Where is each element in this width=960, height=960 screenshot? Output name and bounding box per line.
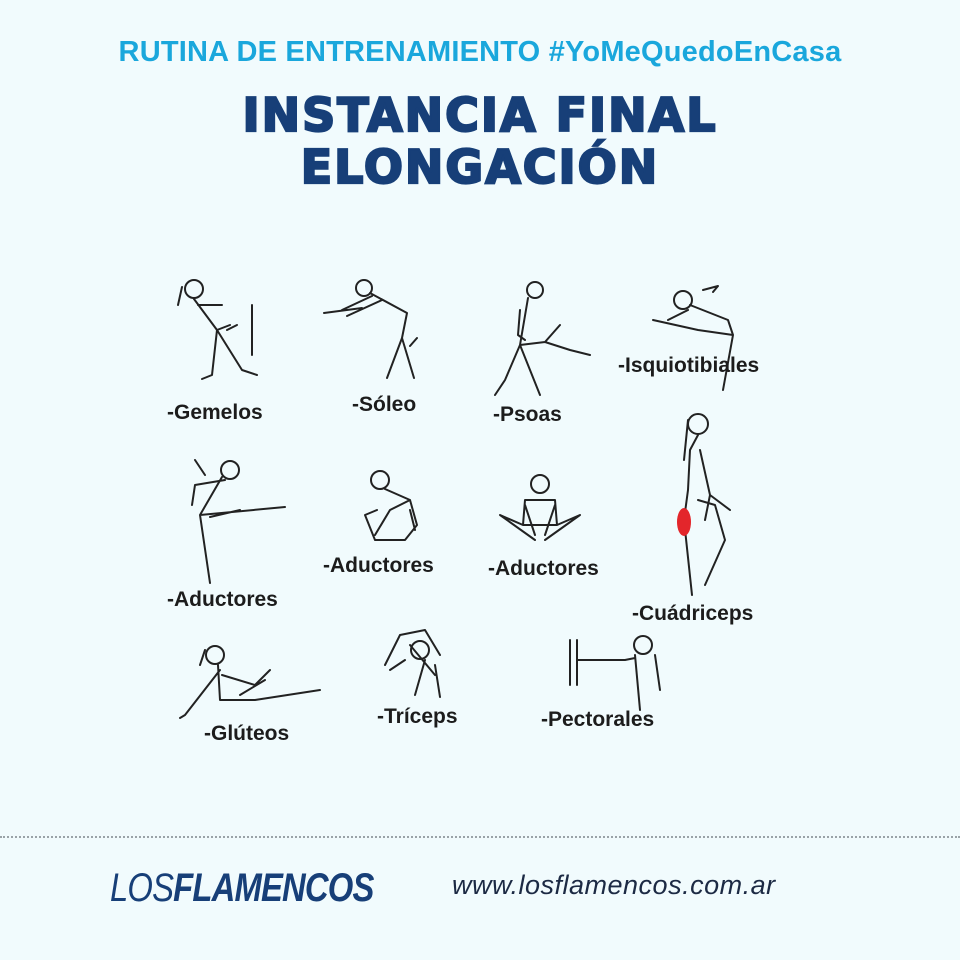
aductores-squat-stretch-illustration	[355, 465, 425, 550]
aductores-seated-stretch-illustration	[495, 470, 585, 550]
exercise-label: -Isquiotibiales	[618, 354, 760, 377]
triceps-stretch-illustration	[380, 625, 450, 700]
title-line-1: INSTANCIA FINAL	[241, 87, 718, 143]
exercise-label: -Aductores	[167, 588, 278, 611]
exercise-label: -Tríceps	[377, 705, 458, 728]
exercise-label: -Cuádriceps	[632, 602, 754, 625]
dotted-divider	[0, 836, 960, 838]
exercise-label: -Aductores	[488, 557, 599, 580]
los-flamencos-logo: LOSFLAMENCOS	[110, 866, 374, 911]
gluteos-stretch-illustration	[179, 640, 325, 725]
exercise-label: -Sóleo	[352, 393, 417, 416]
psoas-stretch-illustration	[490, 280, 600, 400]
logo-bold-text: FLAMENCOS	[173, 866, 374, 910]
exercise-label: -Pectorales	[541, 708, 655, 731]
gemelos-stretch-illustration	[172, 275, 267, 385]
exercise-label: -Psoas	[493, 403, 562, 426]
logo-light-text: LOS	[110, 866, 174, 910]
exercise-label: -Aductores	[323, 554, 434, 577]
isquiotibiales-stretch-illustration	[648, 280, 748, 395]
cuadriceps-stretch-illustration	[670, 410, 740, 600]
subtitle: RUTINA DE ENTRENAMIENTO #YoMeQuedoEnCasa	[118, 36, 842, 68]
soleo-stretch-illustration	[322, 278, 427, 383]
exercise-label: -Glúteos	[204, 722, 290, 745]
title-line-2: ELONGACIÓN	[300, 139, 660, 195]
aductores-standing-stretch-illustration	[180, 455, 290, 585]
website-url: www.losflamencos.com.ar	[452, 870, 776, 900]
exercise-label: -Gemelos	[167, 401, 263, 424]
pectorales-stretch-illustration	[565, 630, 665, 711]
